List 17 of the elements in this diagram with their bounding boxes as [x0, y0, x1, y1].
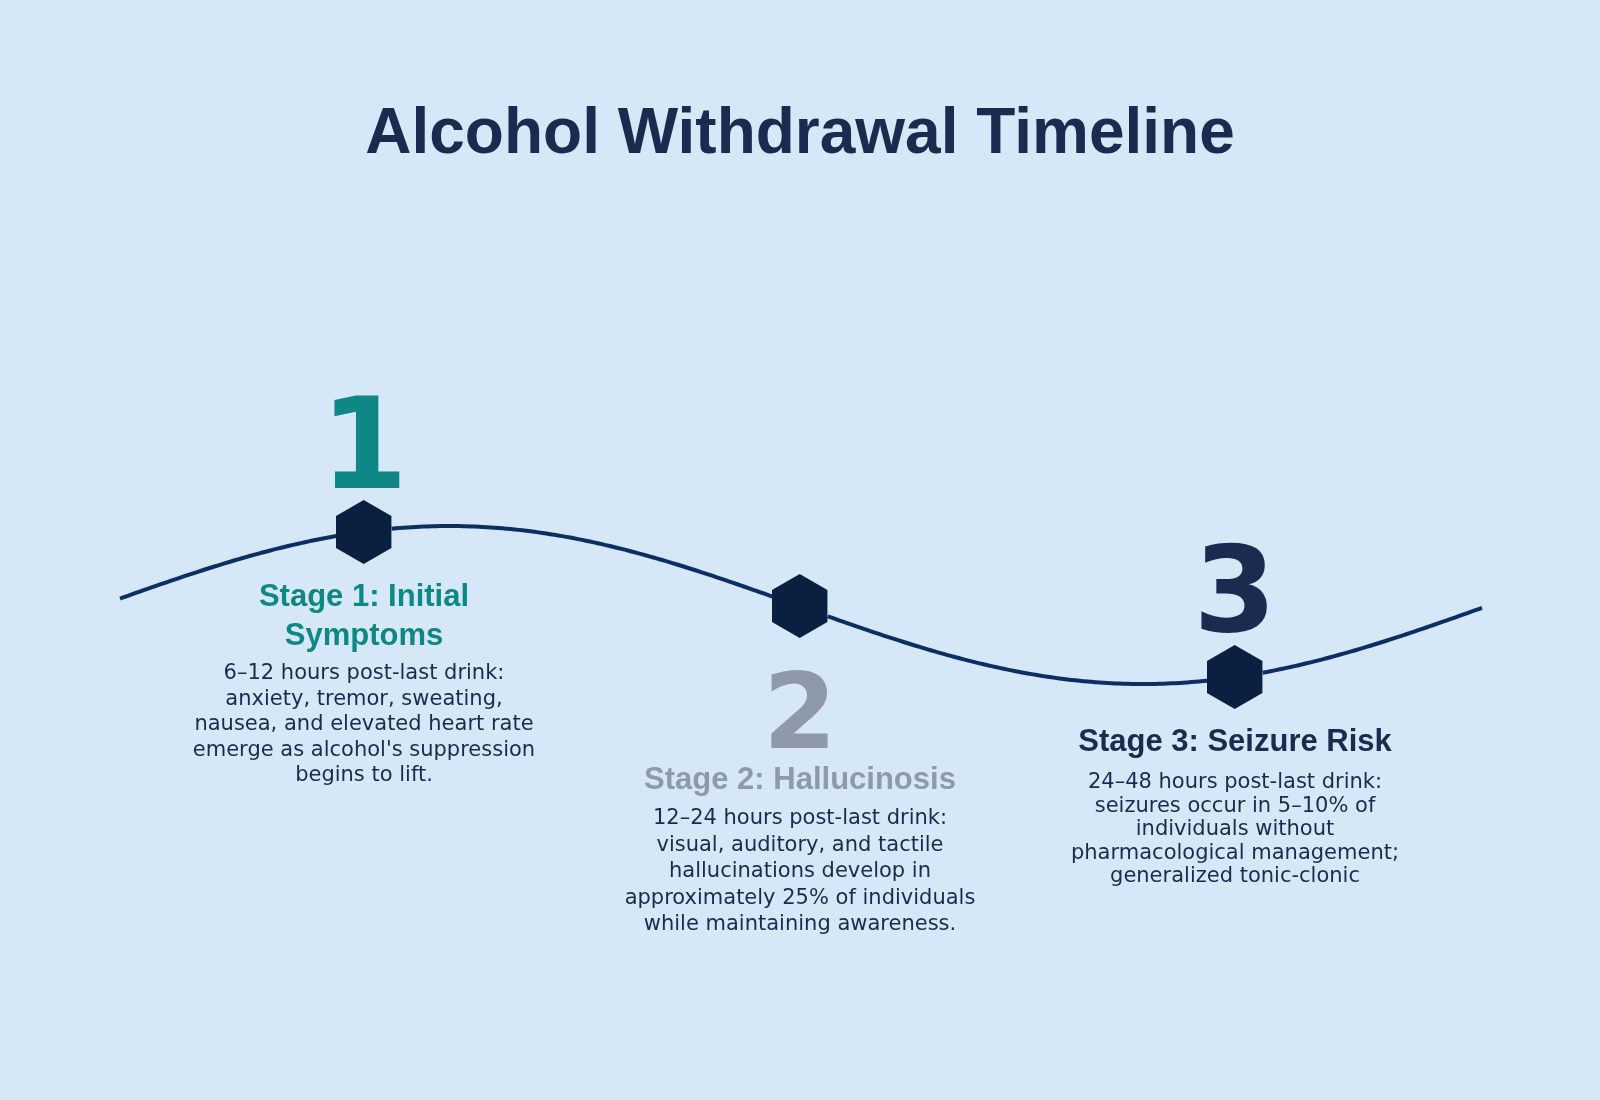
hexagon-marker	[772, 574, 828, 639]
timeline-line	[391, 524, 773, 599]
stage-description: 6–12 hours post-last drink: anxiety, tremor, sweating, nausea, and elevated heart rate emerge as alcohol's suppression begins to lift.	[191, 660, 537, 788]
stage-number: 1	[320, 395, 408, 496]
timeline-line	[119, 534, 337, 601]
stage-number: 2	[763, 670, 837, 755]
title: Alcohol Withdrawal Timeline	[365, 96, 1235, 167]
stage-heading: Stage 3: Seizure Risk	[1077, 722, 1393, 760]
stage-description: 24–48 hours post-last drink: seizures occur in 5–10% of individuals without pharmacological management; generalized tonic-clonic	[1070, 770, 1400, 888]
stage-heading: Stage 1: Initial Symptoms	[257, 577, 471, 654]
stage-heading: Stage 2: Hallucinosis	[643, 760, 957, 798]
hexagon-marker	[1207, 645, 1263, 710]
stage-number: 3	[1193, 543, 1277, 639]
timeline-line	[827, 614, 1208, 686]
hexagon-marker	[336, 499, 392, 564]
timeline-line	[1262, 605, 1483, 675]
stage-description: 12–24 hours post-last drink: visual, auditory, and tactile hallucinations develop in approximately 25% of individuals while maintaining awareness.	[623, 804, 977, 937]
